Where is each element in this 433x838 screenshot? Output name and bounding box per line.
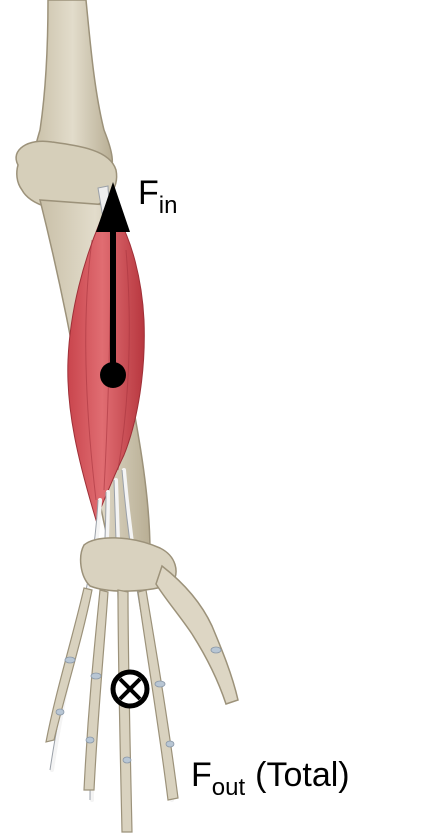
thumb-bone	[156, 566, 238, 704]
finger-bones	[46, 588, 178, 832]
input-force-symbol: F	[138, 174, 159, 212]
output-force-symbol	[113, 672, 147, 706]
input-force-subscript: in	[159, 192, 178, 219]
arrow-origin-dot	[100, 362, 126, 388]
output-force-symbol-text: F	[191, 756, 212, 794]
input-force-label: Fin	[138, 176, 177, 218]
output-force-qualifier: (Total)	[255, 756, 349, 794]
output-force-subscript: out	[212, 774, 245, 801]
output-force-label: Fout (Total)	[191, 758, 350, 800]
